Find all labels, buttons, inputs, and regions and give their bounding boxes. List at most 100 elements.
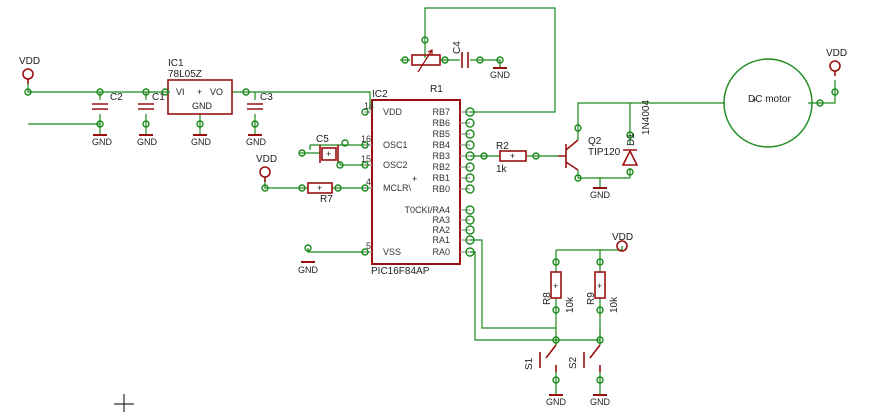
ic2-pin-rb5: RB5	[432, 129, 450, 139]
ic2-right-pin-names: RB7 RB6 RB5 RB4 RB3 RB2 RB1 RB0 T0CKI/RA…	[404, 107, 450, 257]
r1-name: R1	[430, 84, 443, 95]
s2-symbol	[583, 344, 601, 372]
r8-name: R8	[542, 292, 553, 305]
ic2-left-pin-names: VDD OSC1 OSC2 MCLR\ VSS 14 16 15 4 5	[361, 101, 412, 257]
wire-osc1	[309, 144, 370, 150]
q2-value: TIP120	[588, 147, 621, 158]
ic2-pin-rb4: RB4	[432, 140, 450, 150]
ic2-plus: +	[412, 174, 417, 184]
gnd-symbols	[93, 67, 607, 396]
ic2-value: PIC16F84AP	[371, 266, 430, 277]
q2-name: Q2	[588, 136, 602, 147]
ic2-pin-vdd: VDD	[383, 107, 403, 117]
s2-name: S2	[568, 356, 579, 369]
ic2-pin-rb3: RB3	[432, 151, 450, 161]
ic1-plus: +	[197, 87, 202, 97]
gnd-label-s2: GND	[590, 397, 611, 407]
wire-ra0	[470, 251, 601, 341]
r2-value: 1k	[496, 164, 508, 175]
ic2-pin-rb1: RB1	[432, 173, 450, 183]
c3-name: C3	[260, 92, 273, 103]
ic1-body	[167, 79, 233, 115]
c4-name: C4	[452, 41, 463, 54]
ic2-pin-rb7: RB7	[432, 107, 450, 117]
r2-name: R2	[496, 141, 509, 152]
ic2-pin-num-4: 4	[366, 177, 371, 187]
wires	[27, 7, 836, 395]
motor-plus: +	[752, 95, 757, 105]
ic1-pin-vi: VI	[176, 87, 185, 97]
ic1-value: 78L05Z	[168, 69, 202, 80]
ic2-pin-rb2: RB2	[432, 162, 450, 172]
gnd-label-c2: GND	[92, 137, 113, 147]
r9-body	[594, 271, 606, 299]
parts	[92, 49, 639, 372]
r7-name: R7	[320, 194, 333, 205]
r8-body	[550, 271, 562, 299]
d1-symbol	[621, 149, 639, 166]
r2-plus: +	[510, 151, 515, 161]
gnd-label-c4: GND	[490, 70, 511, 80]
ic2-pin-ra4: T0CKI/RA4	[404, 205, 450, 215]
wire-vss	[307, 248, 370, 253]
r1-wiper	[417, 49, 433, 73]
ic2-pin-circles	[465, 107, 475, 257]
ic2-body	[371, 99, 461, 265]
vdd-label-motor: VDD	[826, 48, 847, 59]
c5-name: C5	[316, 134, 329, 145]
r8-plus: +	[553, 281, 558, 291]
dc-motor-circle	[723, 58, 813, 148]
ic2-pin-num-15: 15	[361, 154, 371, 164]
gnd-labels: GND GND GND GND GND GND GND GND GND	[92, 70, 611, 407]
ic1-name: IC1	[168, 58, 184, 69]
ic2-name: IC2	[372, 89, 388, 100]
r9-name: R9	[586, 292, 597, 305]
gnd-label-s1: GND	[546, 397, 567, 407]
vdd-symbols	[22, 60, 841, 252]
c5-plus: +	[326, 149, 331, 159]
gnd-label-q2: GND	[590, 190, 611, 200]
wire-loop-top	[424, 7, 556, 113]
r1-body	[411, 54, 441, 66]
ic2-pin-osc1: OSC1	[383, 140, 408, 150]
ic2-pin-ra1: RA1	[432, 235, 450, 245]
ic2-pin-num-5: 5	[366, 241, 371, 251]
ic1-pin-vo: VO	[210, 87, 223, 97]
ic2-pin-num-16: 16	[361, 134, 371, 144]
d1-name: D1	[626, 133, 637, 146]
gnd-label-c1: GND	[137, 137, 158, 147]
wire-r1-c4	[440, 59, 501, 68]
r8-value: 10k	[565, 296, 576, 313]
c5-crystal	[321, 147, 337, 161]
ic1-pin-gnd: GND	[192, 101, 213, 111]
vdd-label-mclr: VDD	[256, 154, 277, 165]
c2-symbol	[92, 103, 108, 110]
d1-value: 1N4004	[641, 100, 652, 135]
r9-value: 10k	[609, 296, 620, 313]
wire-r8r9-vdd	[556, 246, 623, 251]
ic2-pin-num-14: 14	[364, 101, 374, 111]
wire-q2-collector	[577, 102, 725, 140]
q2-symbol	[558, 139, 579, 171]
ic2-pin-rb6: RB6	[432, 118, 450, 128]
s1-name: S1	[524, 357, 535, 370]
c5-plates	[319, 145, 339, 163]
ic2-pin-mclr: MCLR\	[383, 183, 412, 193]
ic2-pin-ra2: RA2	[432, 225, 450, 235]
c2-name: C2	[110, 92, 123, 103]
vdd-labels: VDD VDD VDD VDD	[19, 48, 847, 243]
r7-body	[307, 182, 333, 194]
wire-ra1	[470, 239, 556, 329]
r9-plus: +	[597, 281, 602, 291]
c1-symbol	[138, 103, 154, 110]
motor-label: DC motor	[748, 94, 791, 105]
gnd-label-c3: GND	[246, 137, 267, 147]
gnd-label-vss: GND	[298, 265, 319, 275]
ic2-pin-vss: VSS	[383, 247, 401, 257]
crosshair-cursor-icon	[114, 394, 134, 412]
ic2-pin-rb0: RB0	[432, 184, 450, 194]
ic2-pin-osc2: OSC2	[383, 160, 408, 170]
r2-body	[499, 150, 527, 162]
